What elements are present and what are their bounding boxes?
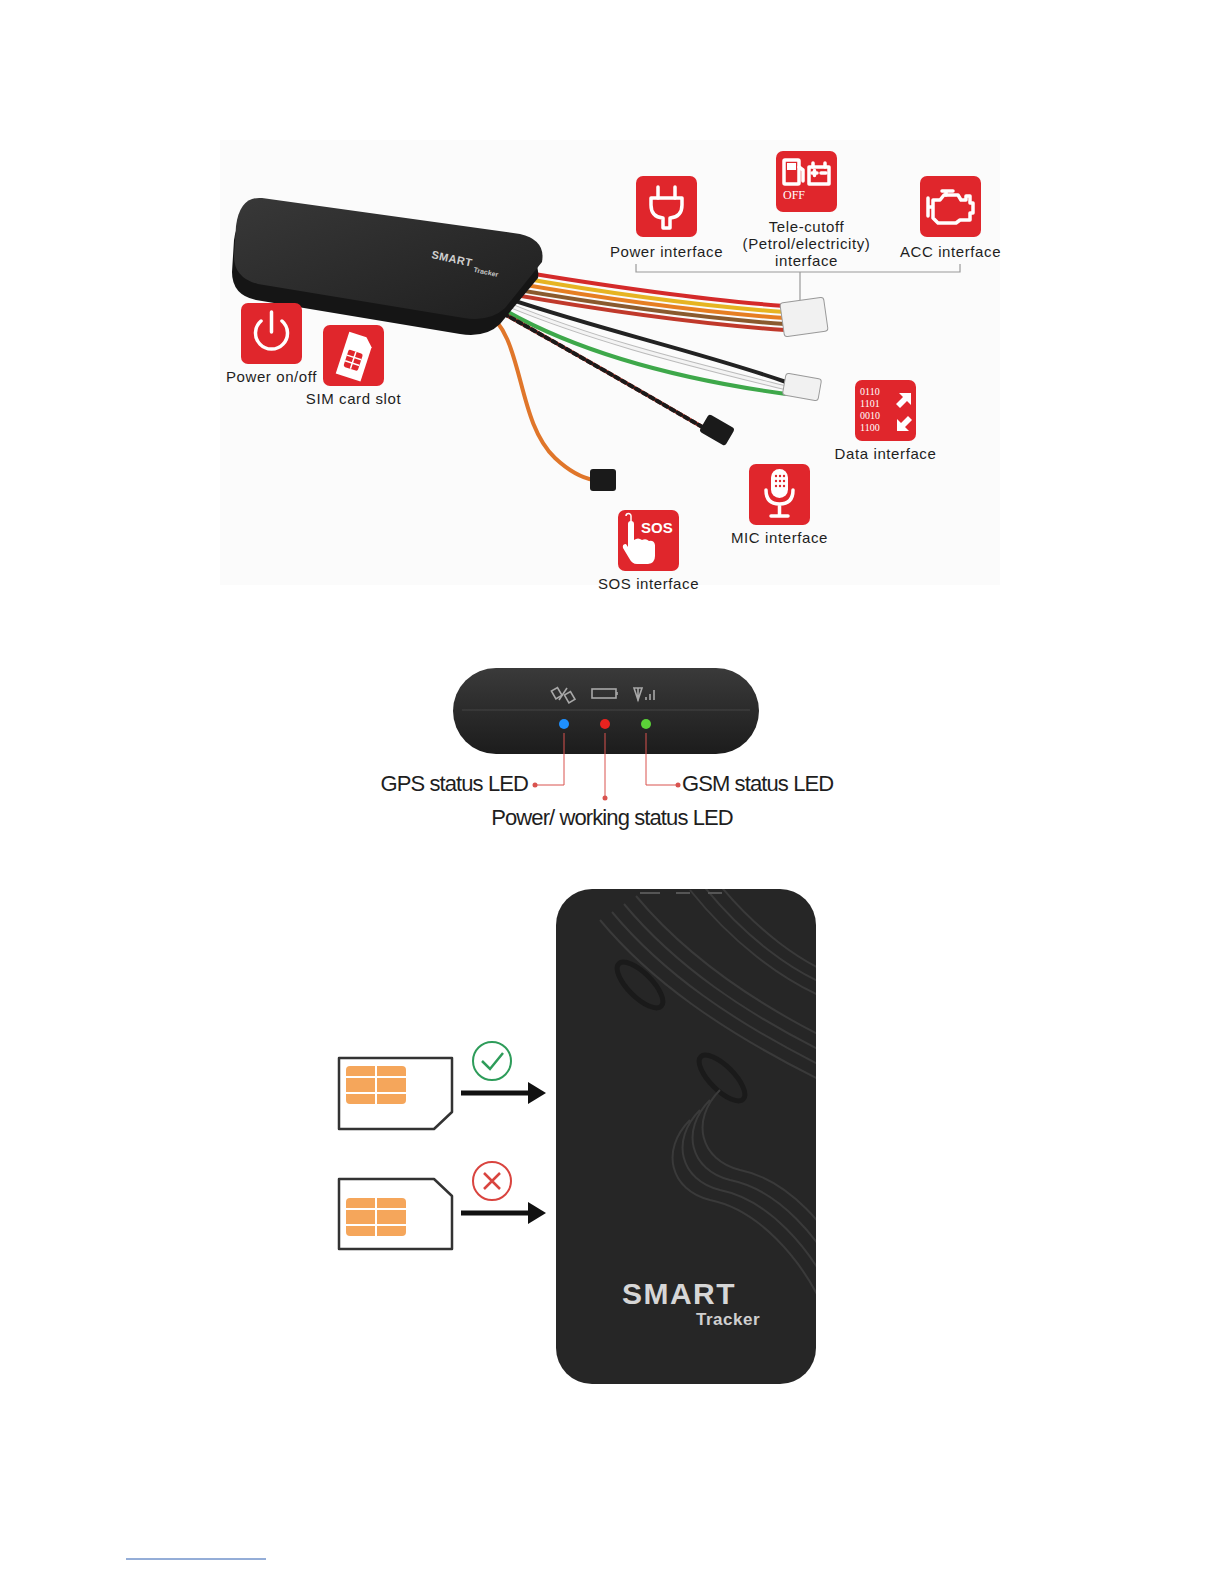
- led-label: Power/ working status LED: [491, 807, 733, 829]
- interface-label: SIM card slot: [306, 390, 401, 407]
- interface-label: Data interface: [835, 445, 937, 462]
- interface-label: MIC interface: [731, 529, 828, 546]
- brand-subtitle: Tracker: [696, 1311, 760, 1328]
- data-interface-icon: 0110 1101 0010 1100Data interface: [855, 380, 916, 441]
- photo-ground: [220, 140, 1000, 585]
- interface-label: Power on/off: [226, 368, 317, 385]
- sim-slot-icon: SIM card slot: [323, 325, 384, 386]
- brand-logo: SMART: [622, 1279, 736, 1309]
- icon-glyph: [749, 464, 810, 525]
- sim-right: [339, 1042, 546, 1129]
- plugs: [590, 297, 828, 491]
- icon-glyph: [636, 176, 697, 237]
- tracker-back: [556, 878, 850, 1384]
- link-underline: [126, 1559, 266, 1560]
- icon-glyph: [323, 325, 384, 386]
- mic-interface-icon: MIC interface: [749, 464, 810, 525]
- icon-glyph: [776, 151, 837, 212]
- interface-label: Power interface: [610, 243, 723, 260]
- sim-wrong: [339, 1162, 546, 1249]
- power-interface-icon: Power interface: [636, 176, 697, 237]
- led-panel: [453, 668, 759, 754]
- bracket: [636, 264, 960, 300]
- led-label: GSM status LED: [682, 773, 833, 795]
- led-label: GPS status LED: [380, 773, 528, 795]
- acc-interface-icon: ACC interface: [920, 176, 981, 237]
- interface-label: SOS interface: [598, 575, 699, 592]
- icon-glyph: [920, 176, 981, 237]
- icon-text: OFF: [783, 188, 805, 202]
- led-leaders: [536, 733, 677, 797]
- power-switch-icon: Power on/off: [241, 303, 302, 364]
- interface-label: ACC interface: [900, 243, 1001, 260]
- icon-glyph: [241, 303, 302, 364]
- sos-interface-icon: SOSSOS interface: [618, 510, 679, 571]
- wires: [484, 270, 786, 480]
- interface-label: Tele-cutoff (Petrol/electricity) interfa…: [737, 218, 877, 269]
- icon-text: 0110 1101 0010 1100: [860, 386, 886, 434]
- icon-text: SOS: [641, 519, 673, 536]
- tele-cutoff-icon: OFFTele-cutoff (Petrol/electricity) inte…: [776, 151, 837, 212]
